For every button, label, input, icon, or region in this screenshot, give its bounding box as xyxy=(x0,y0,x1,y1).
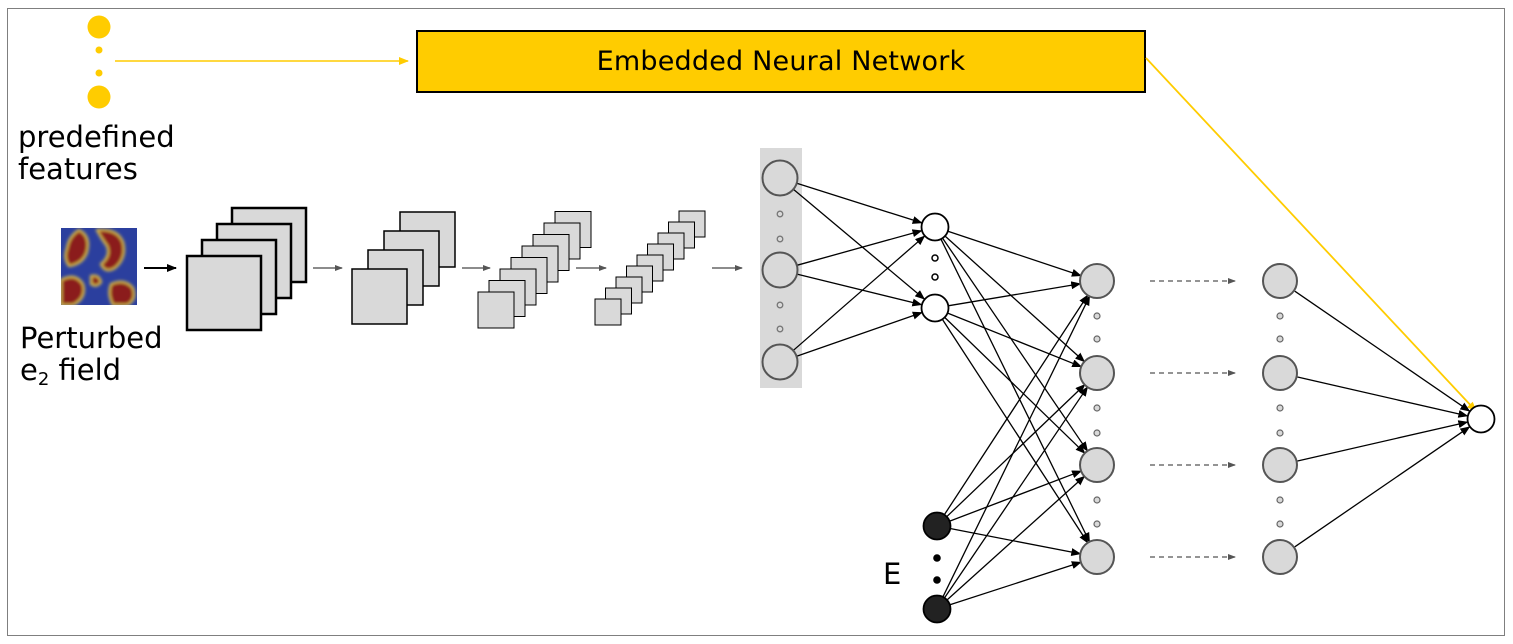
cnn-output-node xyxy=(920,212,950,242)
ellipsis-dot xyxy=(931,254,939,262)
hidden-node xyxy=(1079,539,1115,575)
connection-arrow xyxy=(949,470,1083,522)
ellipsis-dot xyxy=(1276,312,1284,320)
connection-arrow xyxy=(796,311,923,357)
ellipsis-dot xyxy=(1093,335,1101,343)
flatten-node xyxy=(761,251,799,289)
connection-arrow xyxy=(1297,376,1469,418)
ellipsis-dot xyxy=(1093,404,1101,412)
ellipsis-dot xyxy=(1276,335,1284,343)
connection-arrow xyxy=(950,561,1082,606)
output-node xyxy=(1466,404,1496,434)
enn-to-output-arrow xyxy=(1145,57,1477,412)
connection-arrow xyxy=(940,239,1091,543)
perturbed-field-e: e xyxy=(20,353,38,387)
hidden-node xyxy=(1262,263,1298,299)
ellipsis-dot xyxy=(1276,496,1284,504)
predefined-features-line2: features xyxy=(18,152,138,186)
feature-map xyxy=(594,298,622,326)
ellipsis-dot xyxy=(931,273,939,281)
ellipsis-dot xyxy=(1093,429,1101,437)
hidden-node xyxy=(1079,355,1115,391)
connection-arrow xyxy=(946,475,1086,601)
ellipsis-dot xyxy=(1276,520,1284,528)
ellipsis-dot xyxy=(1093,496,1101,504)
connection-arrow xyxy=(946,384,1086,517)
predefined-features-line1: predefined xyxy=(18,120,175,154)
e-input-node xyxy=(922,594,952,624)
ellipsis-dot xyxy=(776,301,784,309)
connection-arrow xyxy=(944,294,1089,515)
diagram-frame xyxy=(7,8,1505,636)
connection-arrow xyxy=(942,319,1089,544)
connection-arrow xyxy=(944,386,1089,598)
perturbed-field-subscript: 2 xyxy=(37,369,50,390)
predefined-features-dots xyxy=(87,15,111,109)
hidden-node xyxy=(1262,355,1298,391)
feature-dot-top xyxy=(87,15,111,39)
ellipsis-dot xyxy=(933,576,941,584)
feature-map xyxy=(477,291,515,329)
perturbed-field-line1: Perturbed xyxy=(20,321,163,355)
ellipsis-dot xyxy=(933,554,941,562)
ellipsis-dot xyxy=(1276,404,1284,412)
feature-dot-bottom xyxy=(87,85,111,109)
e-input-node xyxy=(922,511,952,541)
cnn-feature-maps xyxy=(185,206,706,332)
hidden-node xyxy=(1262,447,1298,483)
predefined-features-label: predefined features xyxy=(18,121,175,185)
cnn-output-node xyxy=(920,293,950,323)
ellipsis-dot xyxy=(1093,520,1101,528)
ellipsis-dot xyxy=(1276,429,1284,437)
e-input-label: E xyxy=(883,557,902,591)
feature-map xyxy=(351,268,408,325)
feature-ellipsis-dot xyxy=(95,69,103,77)
connection-arrow xyxy=(793,235,926,351)
perturbed-field-line2: e2 field xyxy=(20,354,163,396)
perturbed-field-suffix: field xyxy=(49,353,122,387)
connection-arrow xyxy=(793,189,926,300)
network-connections xyxy=(793,182,1471,606)
connection-arrow xyxy=(948,230,1082,277)
ellipsis-dot xyxy=(1093,312,1101,320)
hidden-layer-continuation-arrows xyxy=(1150,278,1236,560)
connection-arrow xyxy=(1294,426,1471,548)
connection-arrow xyxy=(942,238,1088,452)
connection-arrow xyxy=(1297,420,1469,462)
flatten-node xyxy=(761,159,799,197)
feature-map xyxy=(185,254,263,332)
perturbed-field-image xyxy=(61,228,137,305)
embedded-neural-network-box: Embedded Neural Network xyxy=(416,30,1146,93)
hidden-node xyxy=(1262,539,1298,575)
feature-ellipsis-dot xyxy=(95,46,103,54)
ellipsis-dot xyxy=(776,210,784,218)
connection-arrow xyxy=(950,528,1082,556)
flatten-node xyxy=(761,343,799,381)
connection-arrow xyxy=(948,281,1082,307)
connection-arrow xyxy=(797,273,923,307)
embedded-neural-network-label: Embedded Neural Network xyxy=(596,46,966,77)
ellipsis-dot xyxy=(776,235,784,243)
connection-arrow xyxy=(797,229,923,266)
hidden-node xyxy=(1079,263,1115,299)
connection-arrow xyxy=(796,182,923,224)
ellipsis-dot xyxy=(776,325,784,333)
connection-arrow xyxy=(944,317,1086,454)
connection-arrow xyxy=(1294,290,1471,412)
connection-arrow xyxy=(942,295,1091,597)
perturbed-field-label: Perturbed e2 field xyxy=(20,322,163,396)
hidden-node xyxy=(1079,447,1115,483)
network-nodes xyxy=(761,159,1496,624)
connection-arrow xyxy=(944,235,1086,363)
